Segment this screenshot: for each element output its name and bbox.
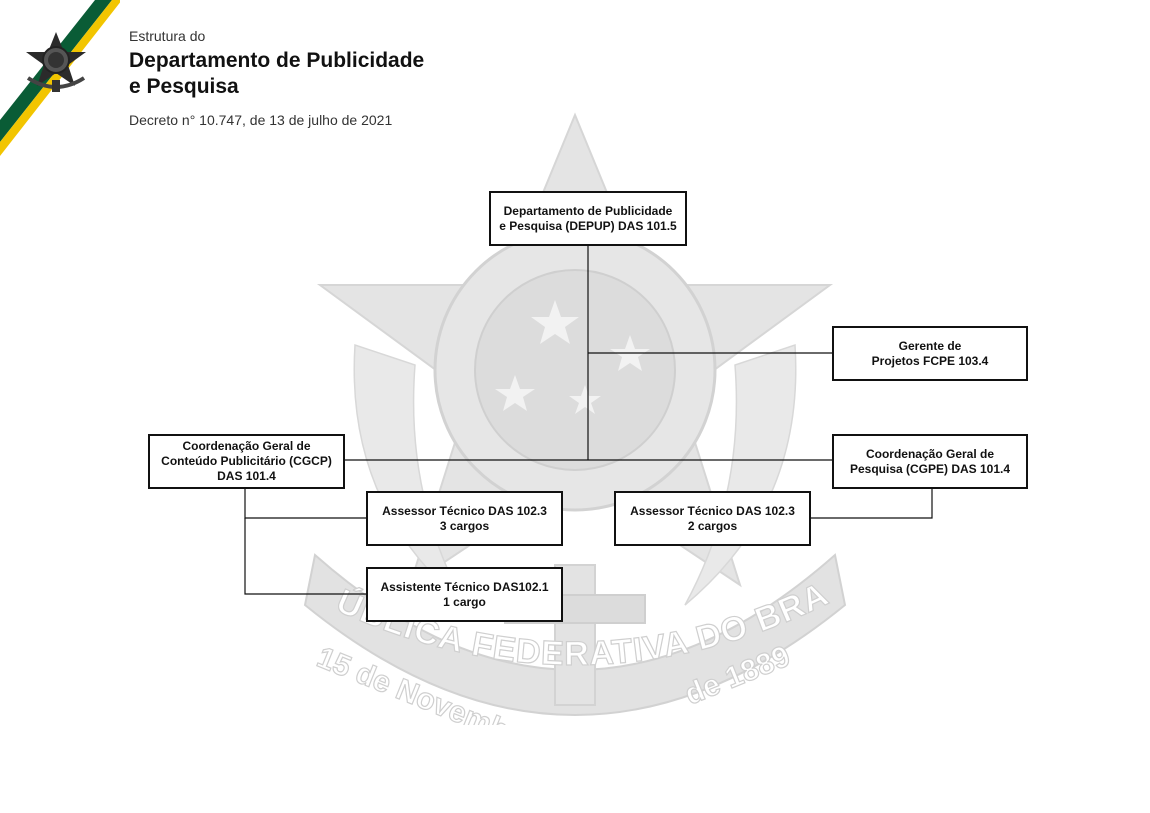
node-assistente: Assistente Técnico DAS102.1 1 cargo: [366, 567, 563, 622]
connector-cgcp-assistente: [244, 518, 367, 595]
connector-cgpe-assessor: [810, 488, 933, 519]
node-gerente-projetos: Gerente de Projetos FCPE 103.4: [832, 326, 1028, 381]
node-depup-line2: e Pesquisa (DEPUP) DAS 101.5: [499, 218, 677, 233]
node-depup-line1: Departamento de Publicidade: [503, 203, 673, 218]
node-assessor-cgcp: Assessor Técnico DAS 102.3 3 cargos: [366, 491, 563, 546]
decree-reference: Decreto n° 10.747, de 13 de julho de 202…: [129, 112, 393, 128]
connector-cgcp-assessor: [244, 488, 367, 519]
header-kicker: Estrutura do: [129, 28, 206, 44]
node-assistente-line2: 1 cargo: [443, 594, 486, 609]
page-title-line2: e Pesquisa: [129, 75, 239, 98]
node-cgpe-line1: Coordenação Geral de: [865, 446, 995, 461]
node-assessor-cgcp-line1: Assessor Técnico DAS 102.3: [382, 503, 547, 518]
node-assessor-cgcp-line2: 3 cargos: [439, 518, 490, 533]
node-assessor-cgpe: Assessor Técnico DAS 102.3 2 cargos: [614, 491, 811, 546]
coat-of-arms-icon: [26, 32, 86, 92]
header: Estrutura do Departamento de Publicidade…: [129, 28, 424, 128]
node-cgcp-line3: DAS 101.4: [217, 469, 276, 483]
page-title-line1: Departamento de Publicidade: [129, 49, 425, 72]
node-cgcp: Coordenação Geral de Conteúdo Publicitár…: [148, 434, 345, 489]
node-gerente-line2: Projetos FCPE 103.4: [871, 353, 989, 368]
node-assessor-cgpe-line2: 2 cargos: [687, 518, 738, 533]
page-title: Departamento de Publicidade e Pesquisa: [129, 48, 424, 100]
node-cgcp-line2: Conteúdo Publicitário (CGCP): [161, 454, 332, 468]
node-assessor-cgpe-line1: Assessor Técnico DAS 102.3: [630, 503, 795, 518]
node-assistente-line1: Assistente Técnico DAS102.1: [380, 579, 549, 594]
node-gerente-line1: Gerente de: [898, 338, 962, 353]
node-cgpe-line2: Pesquisa (CGPE) DAS 101.4: [849, 461, 1011, 476]
node-cgpe: Coordenação Geral de Pesquisa (CGPE) DAS…: [832, 434, 1028, 489]
node-cgcp-line1: Coordenação Geral de: [182, 439, 311, 453]
node-depup: Departamento de Publicidade e Pesquisa (…: [489, 191, 687, 246]
